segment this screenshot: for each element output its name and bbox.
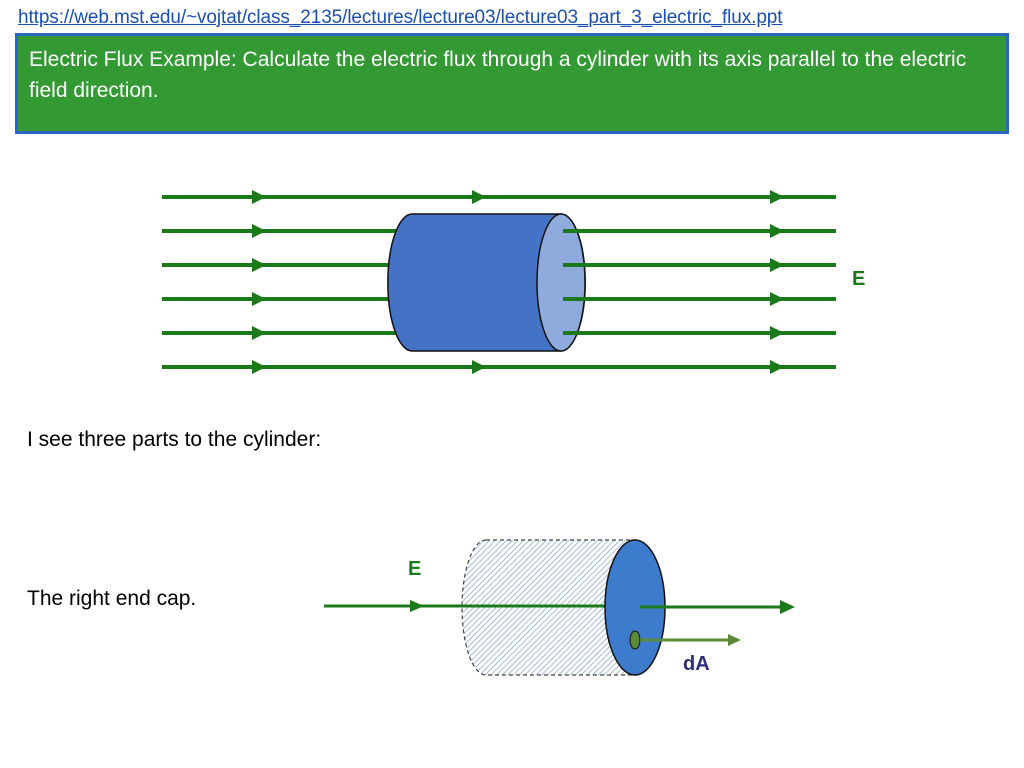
- cylinder-right-cap: [536, 213, 586, 352]
- dA-arrowhead: [728, 634, 741, 646]
- field-label-bottom: E: [408, 558, 421, 580]
- arrowhead-bottom-right: [780, 600, 795, 614]
- area-element: [629, 630, 641, 650]
- arrowheads-top: [252, 190, 784, 374]
- field-label-top: E: [852, 268, 865, 290]
- url-link[interactable]: https://web.mst.edu/~vojtat/class_2135/l…: [18, 7, 783, 28]
- dA-label: dA: [683, 653, 710, 675]
- intro-text: I see three parts to the cylinder:: [27, 428, 322, 451]
- slide-title: Electric Flux Example: Calculate the ele…: [29, 48, 967, 102]
- field-lines-front: [563, 229, 836, 335]
- part-label: The right end cap.: [27, 587, 197, 610]
- field-lines-back: [162, 195, 836, 369]
- title-box: Electric Flux Example: Calculate the ele…: [15, 33, 1009, 134]
- arrowhead-bottom-left: [410, 600, 424, 612]
